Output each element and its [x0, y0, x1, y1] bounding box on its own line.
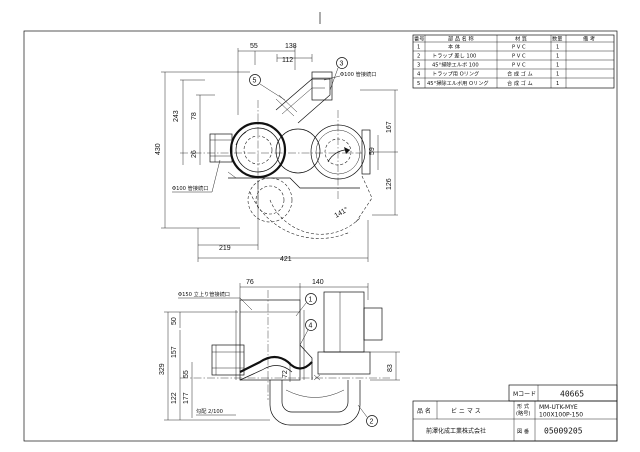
row4-material: 合 成 ゴ ム: [507, 70, 533, 78]
dim-430: 430: [155, 143, 162, 155]
row2-name: トラップ 差し 100: [432, 52, 476, 60]
row4-name: トラップ用 Oリング: [432, 70, 479, 78]
dim-59: 59: [369, 147, 376, 155]
balloon-4-label: 4: [309, 323, 313, 330]
inlet-left-elev: [211, 344, 245, 376]
company-name: 前澤化成工業株式会社: [426, 427, 486, 435]
row5-name: 45°掃除エルボ用 Oリング: [427, 79, 489, 87]
parts-table: 番号 部 品 名 称 材 質 数量 備 考 1 本 体 P V C 1 2 トラ…: [412, 35, 615, 89]
dim-78: 78: [191, 112, 198, 120]
dim-50: 50: [171, 317, 178, 325]
balloon-5-label: 5: [253, 78, 257, 85]
balloon-4: [305, 319, 317, 331]
elbow-45-plan: [275, 78, 331, 124]
dim-157: 157: [171, 346, 178, 358]
row3-no: 3: [417, 63, 420, 69]
row2-no: 2: [417, 54, 420, 60]
dim-76: 76: [246, 279, 254, 286]
name-value: ビ ニ マ ス: [451, 407, 481, 415]
note-slope: 勾配 2/100: [196, 407, 223, 415]
model-value-2: 100X100P-150: [539, 412, 583, 419]
row5-qty: 1: [556, 81, 559, 87]
outer-border: [23, 30, 618, 442]
dim-112: 112: [282, 57, 293, 64]
title-block: Mコード 40665 品 名 ビ ニ マ ス 形 式 (略号) MM-UTK-M…: [412, 384, 618, 442]
model-sub: (略号): [516, 409, 530, 417]
hdr-material: 材 質: [515, 35, 527, 43]
hdr-no: 番号: [414, 36, 424, 43]
dim-138: 138: [285, 43, 297, 50]
dim-55-elev: 55: [183, 370, 190, 378]
row2-material: P V C: [512, 54, 526, 60]
trap-circle: [310, 124, 366, 180]
elevation-view: 76 140 329 50 157 122 55 177 72 83 Φ150 …: [159, 279, 400, 427]
note-riser: Φ150 立上り管接続口: [178, 290, 230, 298]
trap-spiral: [239, 355, 313, 373]
row3-material: P V C: [512, 63, 526, 69]
row1-material: P V C: [512, 45, 526, 51]
dim-55: 55: [250, 43, 258, 50]
dim-167: 167: [386, 121, 393, 133]
row1-no: 1: [417, 45, 420, 51]
drawing-no: 05009205: [544, 427, 583, 436]
dim-26: 26: [191, 150, 198, 158]
dim-177: 177: [183, 392, 190, 404]
inlet-left-plan: [209, 133, 233, 163]
row3-qty: 1: [556, 63, 559, 69]
model-value-1: MM-UTK-MYE: [539, 404, 578, 411]
balloon-1: [305, 293, 317, 305]
hdr-name: 部 品 名 称: [448, 35, 474, 43]
row3-name: 45°掃除エルボ 100: [432, 61, 479, 69]
balloon-3: [336, 57, 348, 69]
mcode-value: 40665: [560, 390, 584, 399]
trap-riser-elev: [323, 291, 365, 353]
note-inlet-left: Φ100 管接続口: [172, 184, 208, 192]
dim-122: 122: [171, 392, 178, 404]
row5-material: 合 成 ゴ ム: [507, 79, 533, 87]
dim-83: 83: [387, 364, 394, 372]
row5-no: 5: [417, 81, 420, 87]
row1-qty: 1: [556, 45, 559, 51]
row1-name: 本 体: [448, 43, 461, 51]
model-label: 形 式: [517, 402, 530, 410]
balloon-2: [366, 415, 378, 427]
drawing-no-label: 図 番: [517, 428, 530, 435]
main-body-outer: [229, 121, 287, 179]
balloon-2-label: 2: [370, 419, 374, 426]
hdr-qty: 数量: [552, 35, 562, 43]
hdr-note: 備 考: [583, 35, 595, 43]
dim-126: 126: [386, 178, 393, 190]
row4-no: 4: [417, 72, 421, 78]
plan-view: 55 138 112 430 243 78 26 167 126 59 141°…: [155, 43, 398, 263]
u-bend: [269, 380, 361, 426]
dim-421: 421: [280, 256, 292, 263]
name-label: 品 名: [417, 407, 431, 415]
dim-243: 243: [173, 110, 180, 122]
dim-140: 140: [312, 279, 324, 286]
dim-72: 72: [282, 370, 289, 378]
mcode-label: Mコード: [513, 391, 536, 398]
balloon-1-label: 1: [309, 297, 313, 304]
dim-141: 141°: [333, 205, 350, 219]
balloon-5: [249, 74, 261, 86]
row2-qty: 1: [556, 54, 559, 60]
dim-219: 219: [219, 245, 231, 252]
balloon-3-label: 3: [340, 61, 344, 68]
dim-329: 329: [159, 363, 166, 375]
row4-qty: 1: [556, 72, 559, 78]
note-inlet-top: Φ100 管接続口: [340, 70, 376, 78]
